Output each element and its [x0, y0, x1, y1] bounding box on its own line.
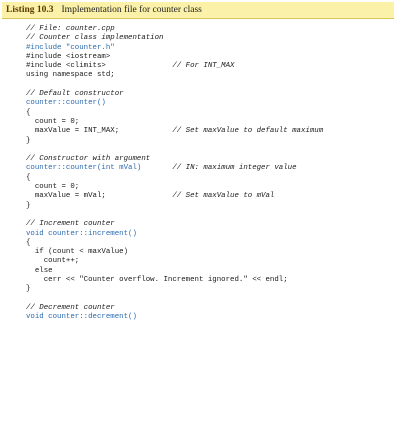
- code-line: counter::counter(int mVal) // IN: maximu…: [26, 164, 297, 173]
- code-line: void counter::decrement(): [26, 313, 137, 322]
- code-line: cerr << "Counter overflow. Increment ign…: [26, 276, 288, 285]
- code-listing: // File: counter.cpp// Counter class imp…: [26, 25, 323, 323]
- code-line: if (count < maxValue): [26, 248, 129, 257]
- code-line: count = 0;: [26, 117, 80, 126]
- code-line: using namespace std;: [26, 71, 115, 80]
- code-line: // Counter class implementation: [26, 34, 164, 43]
- code-line: #include "counter.h": [26, 43, 115, 52]
- listing-header: Listing 10.3 Implementation file for cou…: [2, 2, 394, 19]
- code-line: }: [26, 136, 31, 145]
- listing-caption: Implementation file for counter class: [61, 5, 202, 15]
- code-line: }: [26, 201, 31, 210]
- code-line: {: [26, 108, 31, 117]
- code-line: [26, 81, 323, 90]
- code-line: void counter::increment(): [26, 229, 137, 238]
- code-line: maxValue = mVal; // Set maxValue to mVal: [26, 192, 275, 201]
- code-line: else: [26, 266, 53, 275]
- code-line: #include <iostream>: [26, 52, 111, 61]
- code-line: maxValue = INT_MAX; // Set maxValue to d…: [26, 127, 324, 136]
- code-line: {: [26, 173, 31, 182]
- code-line: {: [26, 238, 31, 247]
- code-line: // File: counter.cpp: [26, 25, 115, 33]
- code-line: [26, 295, 323, 304]
- code-line: // Increment counter: [26, 220, 115, 229]
- listing-number: Listing 10.3: [6, 5, 54, 15]
- code-line: // Decrement counter: [26, 303, 115, 312]
- code-line: counter::counter(): [26, 99, 106, 108]
- code-line: [26, 146, 323, 155]
- code-line: count = 0;: [26, 183, 80, 192]
- code-line: }: [26, 285, 31, 294]
- code-line: count++;: [26, 257, 80, 266]
- code-line: // Constructor with argument: [26, 155, 151, 164]
- code-line: [26, 211, 323, 220]
- code-line: #include <climits> // For INT_MAX: [26, 62, 235, 71]
- code-line: // Default constructor: [26, 90, 124, 99]
